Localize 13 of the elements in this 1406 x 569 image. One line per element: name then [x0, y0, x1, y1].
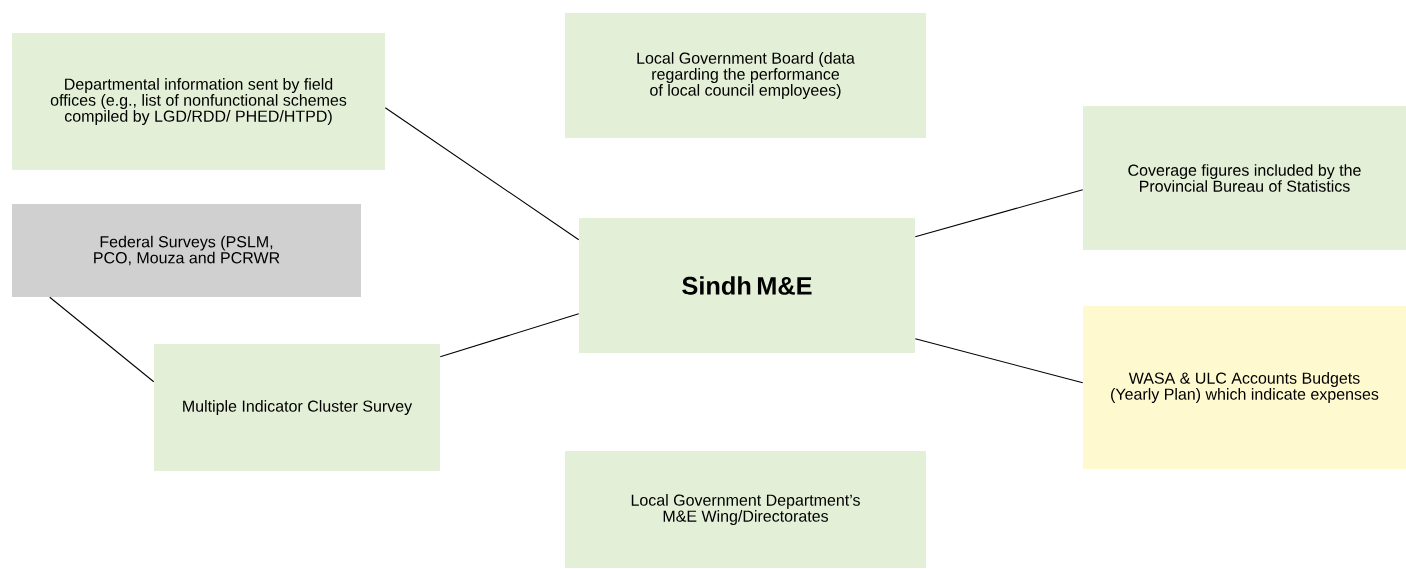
- source-box: Departmental information sent by field offices (e.g., list of nonfunctional schemes compiled by LGD/RDD/ PHED/HTPD): [12, 33, 385, 170]
- source-box: WASA & ULC Accounts Budgets (Yearly Plan) which indicate expenses: [1083, 306, 1406, 469]
- source-box: Coverage figures included by the Provincial Bureau of Statistics: [1083, 106, 1406, 250]
- title-box: Sindh M&E: [579, 218, 915, 353]
- connector-line: [384, 107, 580, 241]
- source-box: Multiple Indicator Cluster Survey: [154, 344, 440, 471]
- connector-line: [439, 313, 580, 358]
- connector-line: [914, 338, 1084, 384]
- source-box: Federal Surveys (PSLM, PCO, Mouza and PCRWR: [12, 204, 361, 297]
- source-box: Local Government Department’s M&E Wing/Directorates: [565, 451, 926, 568]
- connector-line: [49, 296, 155, 383]
- connector-line: [914, 189, 1084, 238]
- source-box: Local Government Board (data regarding the performance of local council employees): [565, 13, 926, 138]
